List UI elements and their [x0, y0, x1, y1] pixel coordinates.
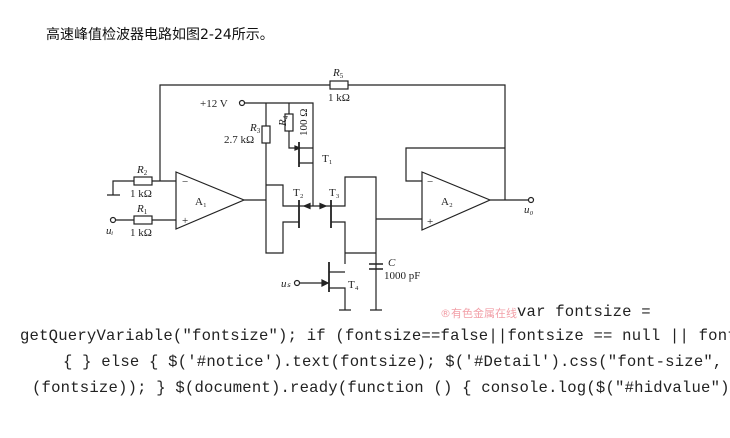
- resistor-r1: [133, 215, 153, 225]
- code-line-3: { } else { $('#notice').text(fontsize); …: [63, 353, 730, 371]
- page-title: 高速峰值检波器电路如图2-24所示。: [46, 27, 274, 43]
- us-label: uₛ: [281, 278, 292, 290]
- r2-label: R2: [136, 164, 148, 177]
- r3-label: R3: [249, 122, 261, 135]
- t3-label: T₃: [329, 187, 340, 199]
- resistor-r2: [133, 176, 153, 186]
- a1-plus: +: [182, 215, 188, 227]
- t2-label: T₂: [293, 187, 304, 199]
- watermark: ®有色金属在线: [440, 307, 517, 320]
- uo-label: u₀: [524, 204, 534, 216]
- circuit-wire: [405, 147, 528, 201]
- code-line-4: (fontsize)); } $(document).ready(functio…: [32, 379, 730, 397]
- circuit-wire: [300, 271, 346, 310]
- feedback-wire: [159, 84, 506, 200]
- label-part: R: [136, 164, 144, 176]
- t2-t3-arrows: [302, 202, 328, 210]
- us-terminal: [293, 279, 301, 287]
- r5-value: 1 kΩ: [328, 92, 350, 104]
- resistor-r4: [284, 113, 294, 132]
- label-part: R: [332, 67, 340, 79]
- r1-label: R1: [136, 203, 148, 216]
- t1-arrow: [294, 145, 302, 151]
- input-terminal: [109, 216, 117, 224]
- r1-value: 1 kΩ: [130, 227, 152, 239]
- circuit-wire: [288, 103, 313, 164]
- r5-label: R5: [332, 67, 344, 80]
- label-part: 1: [144, 208, 148, 216]
- c-label: C: [388, 257, 396, 269]
- t1-label: T₁: [322, 153, 333, 165]
- opamp-a2: [421, 171, 492, 231]
- r2-value: 1 kΩ: [130, 188, 152, 200]
- supply-label: +12 V: [200, 98, 228, 110]
- ui-label: uᵢ: [106, 225, 114, 237]
- resistor-r3: [261, 125, 271, 144]
- label-part: R: [277, 119, 289, 127]
- label-part: 4: [282, 115, 290, 119]
- label-part: R: [249, 122, 257, 134]
- label-part: 2: [144, 169, 148, 177]
- circuit-wire: [298, 200, 332, 228]
- r4-label: R4: [277, 115, 290, 127]
- label-part: R: [136, 203, 144, 215]
- output-terminal: [527, 196, 535, 204]
- circuit-wire: [331, 176, 422, 310]
- a1-minus: −: [182, 176, 188, 188]
- supply-terminal: [238, 99, 246, 107]
- r3-value: 2.7 kΩ: [224, 134, 254, 146]
- circuit-wire: [245, 102, 314, 254]
- t4-label: T₄: [348, 279, 359, 291]
- resistor-r5: [329, 80, 349, 90]
- circuit-wire: [321, 279, 330, 287]
- opamp-a1: [175, 171, 246, 230]
- a2-plus: +: [427, 216, 433, 228]
- r4-value: 100 Ω: [298, 109, 310, 136]
- a1-label: A₁: [195, 196, 207, 208]
- capacitor-c: [369, 263, 383, 270]
- label-part: 5: [340, 72, 344, 80]
- code-line-2: getQueryVariable("fontsize"); if (fontsi…: [20, 327, 730, 345]
- a2-minus: −: [427, 176, 433, 188]
- code-line-1: var fontsize =: [517, 303, 651, 321]
- a2-label: A₂: [441, 196, 453, 208]
- r2-wire: [107, 180, 176, 196]
- label-part: 3: [257, 127, 261, 135]
- c-value: 1000 pF: [384, 270, 420, 282]
